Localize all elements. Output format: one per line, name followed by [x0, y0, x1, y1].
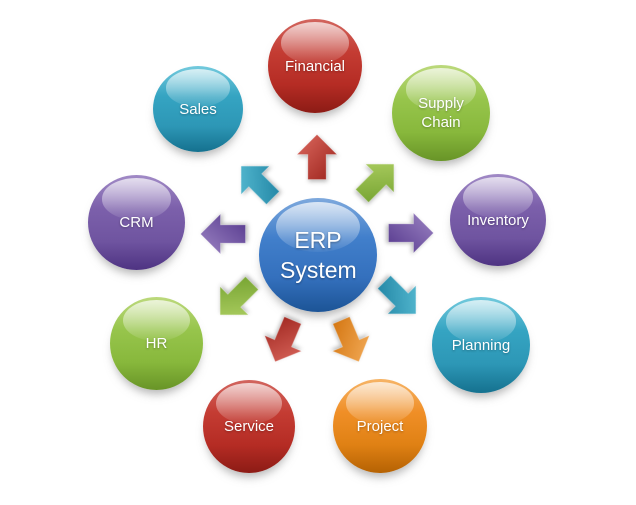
- node-sales: Sales: [153, 66, 243, 152]
- node-financial: Financial: [268, 19, 362, 113]
- node-project: Project: [333, 379, 427, 473]
- arrow-to-inventory-icon: [386, 208, 436, 258]
- node-label: Supply Chain: [418, 95, 464, 131]
- node-planning: Planning: [432, 297, 530, 393]
- node-label: HR: [145, 335, 168, 352]
- arrow-to-supply-chain-icon: [353, 155, 403, 205]
- arrow-to-sales-icon: [232, 157, 282, 207]
- arrow-to-financial-icon: [292, 132, 342, 182]
- node-service: Service: [203, 380, 295, 473]
- node-label: Service: [223, 418, 275, 435]
- arrow-to-planning-icon: [375, 273, 425, 323]
- node-inventory: Inventory: [450, 174, 546, 266]
- node-erp-system: ERP System: [259, 198, 377, 312]
- erp-label-line1: ERP: [294, 227, 342, 253]
- node-hr: HR: [110, 297, 203, 390]
- arrow-to-project-icon: [325, 316, 375, 366]
- node-label: Sales: [179, 100, 217, 118]
- arrow-to-crm-icon: [198, 209, 248, 259]
- node-label: Inventory: [467, 211, 529, 229]
- node-label: Planning: [451, 336, 511, 354]
- node-label: Project: [356, 417, 404, 435]
- node-label: Financial: [284, 57, 346, 75]
- node-supply-chain: Supply Chain: [392, 65, 490, 161]
- arrow-to-hr-icon: [211, 274, 261, 324]
- arrow-to-service-icon: [259, 316, 309, 366]
- node-crm: CRM: [88, 175, 185, 270]
- node-label: ERP System: [280, 225, 357, 285]
- node-label: CRM: [119, 214, 154, 231]
- erp-label-line2: System: [280, 257, 357, 283]
